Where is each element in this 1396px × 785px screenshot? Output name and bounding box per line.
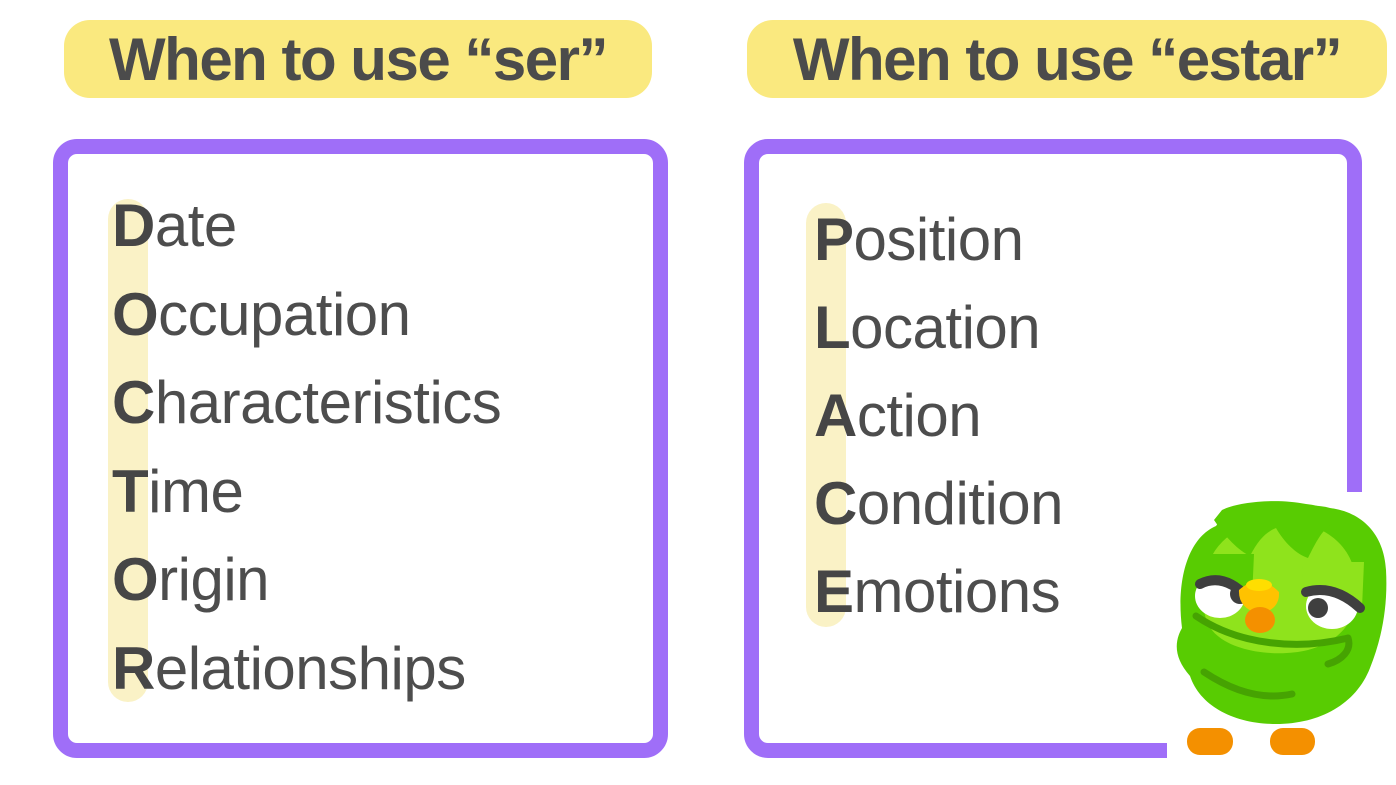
owl-wing-line-lower (1200, 668, 1296, 700)
heading-text-ser: When to use “ser” (109, 25, 608, 93)
heading-badge-ser: When to use “ser” (64, 20, 652, 98)
list-item: Origin (112, 536, 501, 625)
ser-card (53, 139, 668, 758)
owl-beak-upper (1238, 581, 1280, 614)
acronym-letter: L (814, 294, 851, 361)
word-rest: elationships (154, 634, 466, 702)
list-item: Location (814, 284, 1063, 372)
acronym-letter: T (112, 457, 149, 525)
acronym-letter: P (814, 206, 854, 273)
list-item: Date (112, 182, 501, 271)
heading-badge-estar: When to use “estar” (747, 20, 1387, 98)
word-rest: motions (853, 558, 1061, 625)
word-rest: ction (856, 382, 982, 449)
acronym-letter: O (112, 546, 159, 614)
list-item: Time (112, 448, 501, 537)
owl-foot-left (1187, 728, 1233, 755)
acronym-letter: C (814, 470, 857, 537)
word-rest: rigin (158, 546, 270, 614)
owl-crest (1214, 501, 1333, 558)
word-rest: ccupation (158, 280, 411, 348)
owl-beak-lower (1245, 607, 1275, 633)
heading-text-estar: When to use “estar” (792, 25, 1343, 93)
word-rest: ime (148, 457, 244, 525)
list-item: Action (814, 372, 1063, 460)
owl-beak-gloss (1246, 579, 1272, 591)
owl-wing-line-upper (1192, 612, 1353, 668)
list-item: Condition (814, 460, 1064, 548)
duolingo-owl-illustration (1176, 501, 1387, 755)
list-item: Emotions (814, 548, 1063, 636)
word-rest: ate (154, 192, 237, 259)
acronym-letter: D (112, 192, 155, 259)
list-item: Occupation (112, 271, 501, 360)
owl-lid-line-right (1301, 585, 1365, 613)
doctor-list: Date Occupation Characteristics Time Ori… (112, 182, 502, 714)
acronym-letter: R (112, 634, 155, 702)
doctor-acronym-stripe (108, 199, 148, 702)
acronym-letter: E (814, 558, 854, 625)
word-rest: ocation (850, 294, 1041, 361)
acronym-letter: A (814, 382, 857, 449)
word-rest: osition (853, 206, 1024, 273)
word-rest: haracteristics (154, 369, 502, 437)
word-rest: ondition (856, 470, 1064, 537)
list-item: Characteristics (112, 359, 502, 448)
owl-pupil-right (1308, 598, 1328, 618)
acronym-letter: C (112, 369, 155, 437)
place-acronym-stripe (806, 203, 846, 627)
place-list: Position Location Action Condition Emoti… (814, 196, 1064, 636)
list-item: Relationships (112, 625, 501, 714)
owl-foot-right (1270, 728, 1315, 755)
acronym-letter: O (112, 280, 159, 348)
list-item: Position (814, 196, 1063, 284)
